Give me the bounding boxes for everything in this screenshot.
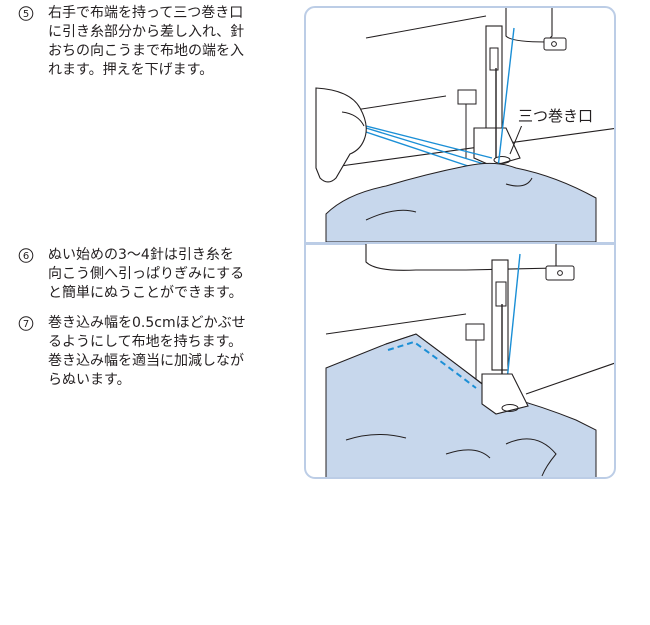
panel-divider: [306, 242, 614, 245]
step-5-text: 右手で布端を持って三つ巻き口 に引き糸部分から差し入れ、針 おちの向こうまで布地…: [48, 5, 245, 78]
step-6: 6 ⑥ ぬい始めの3～4針は引き糸を 向こう側へ引っぱりぎみにする と簡単にぬう…: [18, 246, 286, 303]
svg-text:5: 5: [23, 9, 29, 20]
illustration-sewing-hem: [325, 244, 614, 477]
step-7: 7 ⑦ 巻き込み幅を0.5cmほどかぶせ るようにして布地を持ちます。 巻き込み…: [18, 314, 286, 390]
step-6-text: ぬい始めの3～4針は引き糸を 向こう側へ引っぱりぎみにする と簡単にぬうことがで…: [48, 247, 245, 301]
illustration-frame: 三つ巻き口: [304, 6, 616, 479]
svg-text:7: 7: [23, 319, 29, 330]
rolled-hem-opening-label: 三つ巻き口: [516, 105, 596, 126]
illustration-insert-fabric: [315, 8, 614, 242]
svg-text:6: 6: [23, 251, 29, 262]
step-number-6-icon: 6 ⑥: [18, 246, 36, 265]
step-number-7-icon: 7 ⑦: [18, 314, 36, 333]
step-number-5-icon: 5 ⑤: [18, 4, 36, 23]
step-7-text: 巻き込み幅を0.5cmほどかぶせ るようにして布地を持ちます。 巻き込み幅を適当…: [48, 315, 246, 388]
step-5: 5 ⑤ 右手で布端を持って三つ巻き口 に引き糸部分から差し入れ、針 おちの向こう…: [18, 4, 286, 80]
